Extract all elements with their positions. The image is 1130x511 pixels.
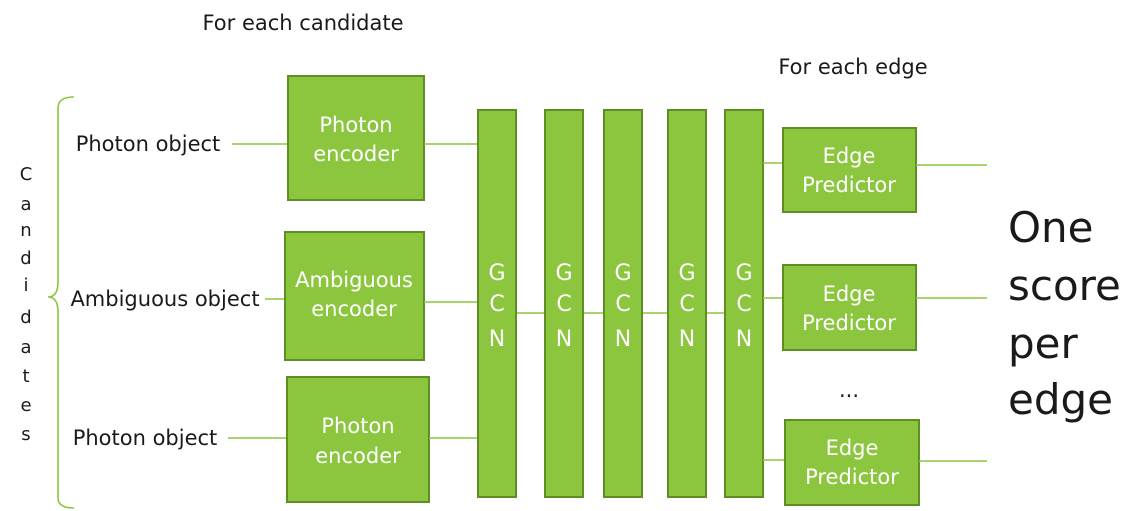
gcn-letter: G <box>678 261 695 286</box>
gcn-letter: N <box>615 327 631 352</box>
candidates-letter: s <box>21 424 30 445</box>
edge-predictor-box-3 <box>784 419 920 506</box>
candidates-letter: a <box>20 194 31 215</box>
gcn-letter: N <box>736 327 752 352</box>
edge-predictor-label-line: Predictor <box>802 173 896 197</box>
result-line: score <box>1008 261 1121 310</box>
candidates-letter: a <box>20 337 31 358</box>
gcn-layer-3 <box>603 109 643 498</box>
edge-predictor-box-1 <box>782 127 917 213</box>
gcn-letter: G <box>555 261 572 286</box>
encoder-label-line: Ambiguous <box>295 268 413 292</box>
input-label-2: Ambiguous object <box>70 287 259 311</box>
gcn-layer-4 <box>667 109 707 498</box>
result-line: edge <box>1008 375 1113 424</box>
gcn-letter: N <box>489 327 505 352</box>
photon-encoder-box-2 <box>286 376 430 503</box>
input-label-1: Photon object <box>76 132 221 156</box>
gcn-layer-1 <box>477 109 517 498</box>
edge-predictor-label-line: Predictor <box>805 465 899 489</box>
candidates-letter: C <box>20 164 33 185</box>
encoder-label-line: encoder <box>315 444 401 468</box>
candidates-letter: i <box>23 275 28 296</box>
edge-predictor-label-line: Edge <box>823 144 876 168</box>
gcn-layer-2 <box>544 109 584 498</box>
encoder-label-line: Photon <box>321 414 394 438</box>
candidates-letter: t <box>22 366 29 387</box>
candidates-letter: d <box>20 307 31 328</box>
more-predictors-ellipsis: ... <box>839 378 859 402</box>
gcn-letter: C <box>679 292 694 317</box>
result-line: One <box>1008 203 1094 252</box>
encoder-label-line: encoder <box>313 142 399 166</box>
photon-encoder-box-1 <box>287 75 425 201</box>
gcn-letter: G <box>614 261 631 286</box>
edge-predictor-label-line: Edge <box>826 436 879 460</box>
gcn-letter: N <box>556 327 572 352</box>
input-label-3: Photon object <box>73 426 218 450</box>
encoder-label-line: encoder <box>311 297 397 321</box>
edge-predictor-label-line: Predictor <box>802 311 896 335</box>
candidates-side-label: C a n d i d a t e s <box>20 164 33 445</box>
candidates-letter: e <box>20 395 31 416</box>
gcn-letter: G <box>735 261 752 286</box>
gcn-layer-5 <box>724 109 764 498</box>
candidates-brace <box>47 96 75 509</box>
for-each-edge-label: For each edge <box>778 55 927 79</box>
ambiguous-encoder-box <box>284 231 425 361</box>
result-line: per <box>1008 319 1079 368</box>
encoder-label-line: Photon <box>319 113 392 137</box>
for-each-candidate-label: For each candidate <box>202 11 403 35</box>
gcn-letter: G <box>488 261 505 286</box>
candidates-letter: d <box>20 248 31 269</box>
edge-predictor-box-2 <box>782 264 917 351</box>
gcn-letter: C <box>489 292 504 317</box>
gcn-letter: C <box>736 292 751 317</box>
gcn-letter: N <box>679 327 695 352</box>
edge-predictor-label-line: Edge <box>823 282 876 306</box>
gcn-letter: C <box>615 292 630 317</box>
gcn-letter: C <box>556 292 571 317</box>
candidates-letter: n <box>20 220 31 241</box>
